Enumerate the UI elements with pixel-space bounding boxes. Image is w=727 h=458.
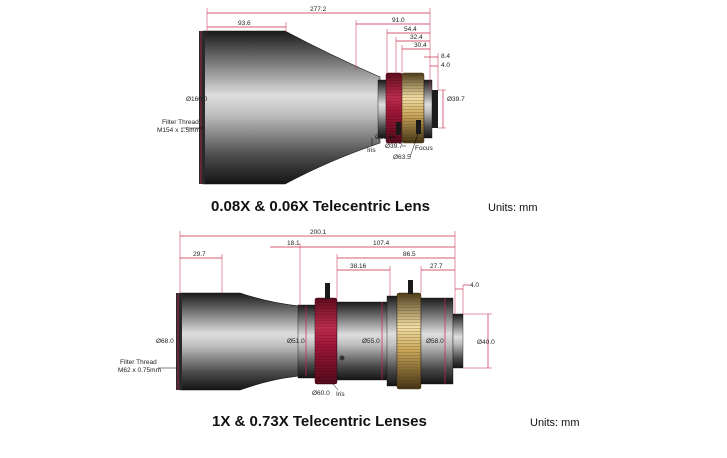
bottom-lens-units: Units: mm xyxy=(530,417,580,429)
top-label-iris: Iris xyxy=(367,147,376,154)
bottom-dim-86: 86.5 xyxy=(403,251,416,258)
bottom-lens-tube xyxy=(336,301,390,381)
bottom-dim-dia58: Ø58.0 xyxy=(426,338,444,345)
top-focus-screw xyxy=(416,120,421,134)
top-dim-54: 54.4 xyxy=(404,26,417,33)
top-dim-dia160: Ø160.0 xyxy=(186,96,208,103)
bottom-dim-dia68: Ø68.0 xyxy=(156,338,174,345)
top-label-focus: Focus xyxy=(415,145,433,152)
bottom-lens-title: 1X & 0.73X Telecentric Lenses xyxy=(212,413,427,430)
bottom-dim-27: 27.7 xyxy=(430,263,443,270)
bottom-filter-thread-line1: Filter Thread xyxy=(120,359,157,366)
top-dim-overall: 277.2 xyxy=(310,6,327,13)
top-dim-dia39-bottom: Ø39.7 xyxy=(385,143,403,150)
top-dim-dia63-focus: Ø63.5 xyxy=(393,154,411,161)
bottom-filter-thread-line2: M62 x 0.75mm xyxy=(118,367,161,374)
bottom-dim-dia55: Ø55.0 xyxy=(362,338,380,345)
top-lens-units: Units: mm xyxy=(488,202,538,214)
top-dim-dia39-right: Ø39.7 xyxy=(447,96,465,103)
top-lens-mount xyxy=(432,90,438,128)
bottom-dim-dia60: Ø60.0 xyxy=(312,390,330,397)
bottom-focus-screw xyxy=(408,280,413,294)
bottom-lens-front-barrel xyxy=(179,292,301,391)
top-lens-front-barrel xyxy=(202,30,381,185)
bottom-dim-overall: 200.1 xyxy=(310,229,327,236)
top-lens: 277.2 93.6 91.0 54.4 32.4 30.4 8.4 4.0 Ø… xyxy=(157,6,538,215)
bottom-dim-107: 107.4 xyxy=(373,240,390,247)
bottom-dim-4: 4.0 xyxy=(470,282,479,289)
bottom-lens-set-screw xyxy=(339,355,345,361)
top-dim-32: 32.4 xyxy=(410,34,423,41)
top-dim-4: 4.0 xyxy=(441,62,450,69)
bottom-dim-dia51: Ø51.0 xyxy=(287,338,305,345)
bottom-lens-rear-collar xyxy=(386,295,398,387)
bottom-label-iris: Iris xyxy=(336,391,345,398)
top-filter-thread-line2: M154 x 1.5mm xyxy=(157,127,200,134)
top-dim-front: 93.6 xyxy=(238,20,251,27)
bottom-dim-dia40: Ø40.0 xyxy=(477,339,495,346)
top-dim-dia63-iris: Ø63.5 xyxy=(375,134,393,141)
bottom-lens-mount xyxy=(452,313,464,369)
bottom-lens-front-cap xyxy=(176,293,182,390)
top-lens-front-cap xyxy=(199,31,205,184)
top-filter-thread-line1: Filter Thread xyxy=(162,119,199,126)
top-dim-8: 8.4 xyxy=(441,53,450,60)
bottom-iris-screw xyxy=(325,283,330,299)
bottom-lens-rear-barrel xyxy=(420,297,454,385)
top-dim-91: 91.0 xyxy=(392,17,405,24)
bottom-dim-front: 29.7 xyxy=(193,251,206,258)
top-dim-30: 30.4 xyxy=(414,42,427,49)
top-iris-screw xyxy=(396,122,401,135)
bottom-dim-38: 38.16 xyxy=(350,263,367,270)
top-lens-title: 0.08X & 0.06X Telecentric Lens xyxy=(211,198,430,215)
bottom-lens: 200.1 29.7 18.1 107.4 86.5 38.16 27.7 4.… xyxy=(118,229,580,430)
bottom-dim-18: 18.1 xyxy=(287,240,300,247)
top-lens-rear-barrel xyxy=(423,79,433,139)
